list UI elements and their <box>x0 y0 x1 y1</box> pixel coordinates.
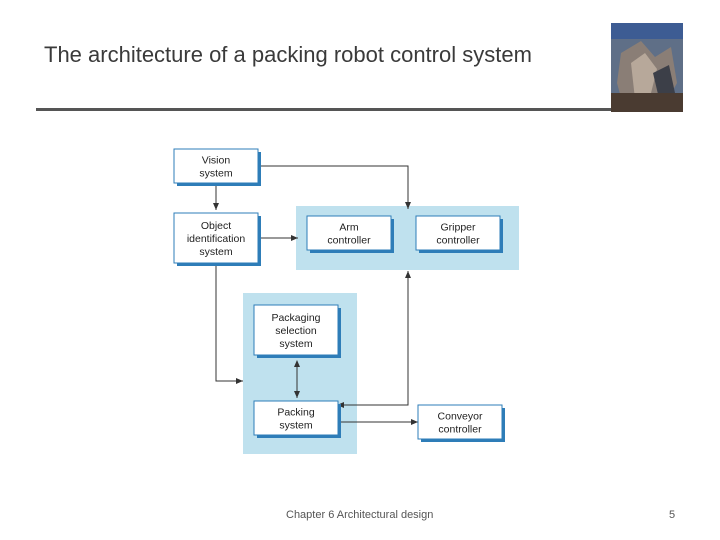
connectors <box>213 165 418 425</box>
book-cover-image <box>611 23 683 112</box>
node-label: Packaging <box>271 312 320 324</box>
node-label: controller <box>438 424 482 436</box>
node-label: Arm <box>339 222 359 234</box>
node-label: system <box>279 420 313 432</box>
node-box <box>417 404 503 440</box>
vision-to-gripper-arrow <box>258 165 411 209</box>
packing-gripper-conveyor-arrow <box>337 271 411 408</box>
page-number: 5 <box>669 509 676 521</box>
node-label: selection <box>275 325 317 337</box>
node-label: Object <box>201 220 231 232</box>
node-label: Packing <box>277 407 315 419</box>
node-box <box>173 212 259 264</box>
node-box <box>173 148 259 184</box>
node-label: Conveyor <box>438 411 483 423</box>
node-label: system <box>199 168 233 180</box>
node-label: Vision <box>202 155 231 167</box>
node-label: controller <box>436 235 480 247</box>
slide-title: The architecture of a packing robot cont… <box>44 42 532 67</box>
footer-chapter: Chapter 6 Architectural design <box>286 509 434 521</box>
node-box <box>306 215 392 251</box>
node-label: identification <box>187 233 246 245</box>
node-box <box>253 400 339 436</box>
node-label: system <box>279 338 313 350</box>
node-box <box>253 304 339 356</box>
book-cover-band <box>611 23 683 39</box>
node-label: system <box>199 246 233 258</box>
node-box <box>415 215 501 251</box>
node-label: Gripper <box>440 222 476 234</box>
node-label: controller <box>327 235 371 247</box>
book-cover-art <box>611 41 683 112</box>
title-underline <box>36 108 646 111</box>
object-to-packing-arrow <box>215 263 243 384</box>
